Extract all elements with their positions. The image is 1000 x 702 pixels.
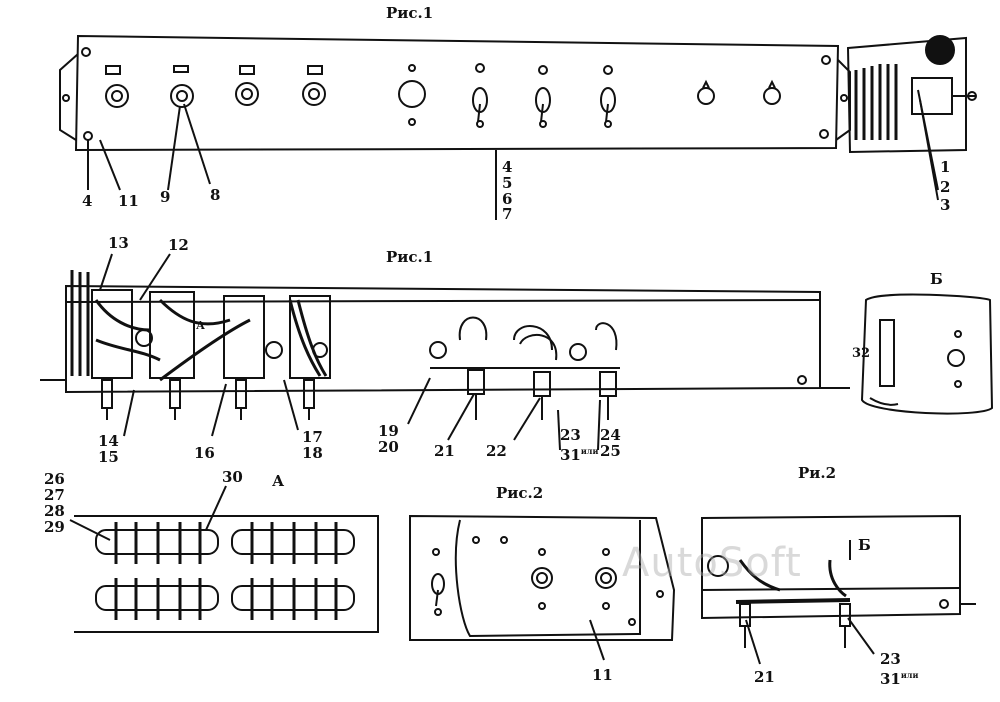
toggle-switches <box>472 63 616 128</box>
view-b-title: Б <box>930 270 943 288</box>
label-24: 24 <box>600 426 621 444</box>
fig2-mid-title: Рис.2 <box>496 484 544 502</box>
label-31-text: 31 <box>560 446 581 464</box>
label-25: 25 <box>600 442 621 460</box>
side-relay-part <box>846 35 977 201</box>
label-13: 13 <box>108 234 129 252</box>
label-9: 9 <box>160 188 171 206</box>
label-31: 31или <box>560 444 598 463</box>
label-32: 32 <box>852 346 871 361</box>
label-19: 19 <box>378 422 399 440</box>
label-27: 27 <box>44 486 65 504</box>
label-1: 1 <box>940 158 951 176</box>
arrow-b-label: Б <box>858 536 871 554</box>
label-3: 3 <box>940 196 951 214</box>
label-31b: 31или <box>880 668 918 687</box>
label-11: 11 <box>118 192 139 210</box>
label-ili: или <box>580 446 599 456</box>
label-30: 30 <box>222 468 243 486</box>
label-20: 20 <box>378 438 399 456</box>
front-panel <box>59 34 851 220</box>
label-23b: 23 <box>880 650 901 668</box>
label-21b: 21 <box>754 668 775 686</box>
view-b-detail <box>860 293 994 415</box>
fig1-top-title: Рис.1 <box>386 4 434 22</box>
label-17: 17 <box>302 428 323 446</box>
label-29: 29 <box>44 518 65 536</box>
label-16: 16 <box>194 444 215 462</box>
view-a-terminal-blocks <box>69 485 379 633</box>
internal-assembly <box>40 253 850 451</box>
label-14: 14 <box>98 432 119 450</box>
label-2: 2 <box>940 178 951 196</box>
view-a-title: А <box>272 472 285 490</box>
label-21: 21 <box>434 442 455 460</box>
fig2-panel <box>409 514 676 661</box>
watermark: AutoSoft <box>622 540 802 586</box>
label-26: 26 <box>44 470 65 488</box>
label-7: 7 <box>502 205 513 223</box>
label-11b: 11 <box>592 666 613 684</box>
label-5: 5 <box>502 174 513 192</box>
label-8: 8 <box>210 186 221 204</box>
label-28: 28 <box>44 502 65 520</box>
label-22: 22 <box>486 442 507 460</box>
fig2-right-title: Ри.2 <box>798 464 837 482</box>
label-6: 6 <box>502 190 513 208</box>
label-23: 23 <box>560 426 581 444</box>
label-15: 15 <box>98 448 119 466</box>
arrow-a-label: А <box>196 319 205 332</box>
label-4: 4 <box>82 192 93 210</box>
indicator-lamps <box>105 65 326 108</box>
label-12: 12 <box>168 236 189 254</box>
label-ili-b: или <box>900 670 919 680</box>
label-18: 18 <box>302 444 323 462</box>
label-4b: 4 <box>502 158 513 176</box>
fig1-mid-title: Рис.1 <box>386 248 434 266</box>
label-31b-text: 31 <box>880 670 901 688</box>
fig2-side-view <box>701 514 976 665</box>
